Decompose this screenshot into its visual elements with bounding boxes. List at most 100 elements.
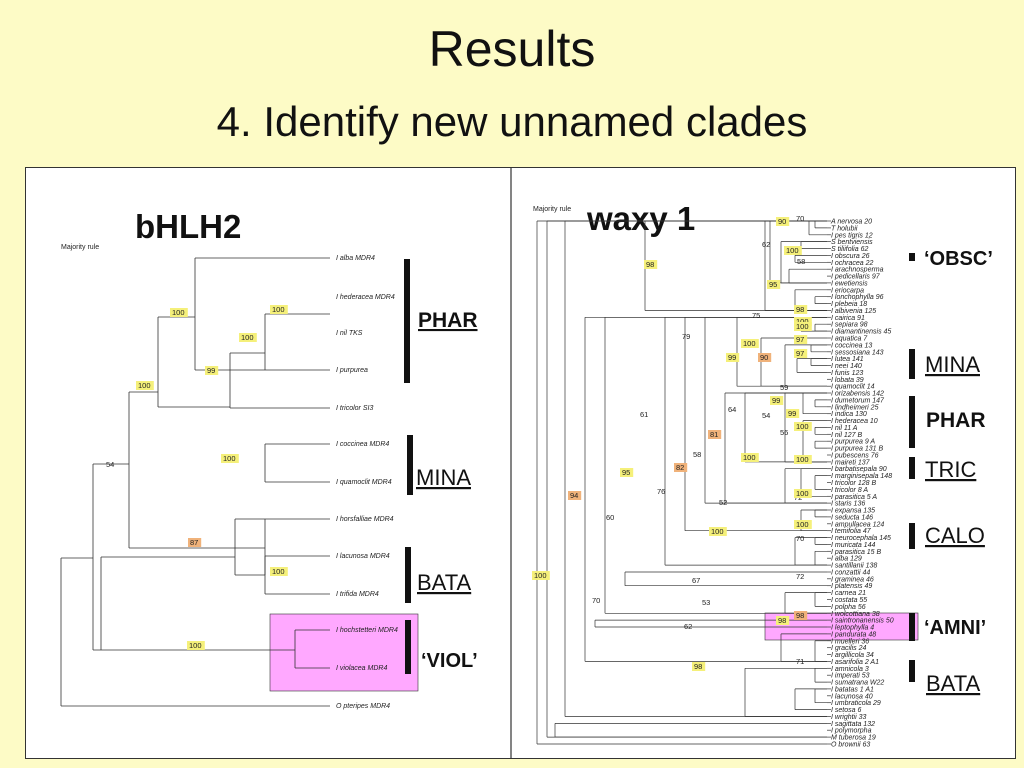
- support-box: [221, 454, 239, 463]
- taxon-label: I purpurea 131 B: [831, 446, 883, 453]
- taxon-label: I platensis 49: [831, 583, 872, 590]
- support-box: [205, 366, 219, 375]
- right-branch: [815, 537, 827, 545]
- support-box: [709, 527, 727, 536]
- support-box: [794, 349, 808, 358]
- support-box: [708, 430, 722, 439]
- right-branch: [815, 399, 827, 408]
- clade-bar: [404, 259, 410, 383]
- right-branch: [537, 220, 827, 745]
- support-value: 94: [570, 491, 578, 500]
- support-value: 56: [780, 428, 788, 437]
- support-value: 95: [769, 280, 777, 289]
- clade-label: ‘VIOL’: [421, 650, 478, 672]
- support-box: [170, 308, 188, 317]
- left-branch: [264, 313, 330, 371]
- taxon-label: I seducta 146: [831, 514, 873, 521]
- support-box: [187, 641, 205, 650]
- taxon-label: I purpurea 9 A: [831, 439, 875, 446]
- slide-title: Results: [428, 21, 596, 77]
- taxon-label: I pes tigris 12: [831, 232, 873, 239]
- taxon-label: I dumetorum 147: [831, 397, 885, 404]
- taxon-label: I arachnosperma: [831, 267, 884, 274]
- left-branch: [128, 391, 265, 549]
- taxon-label: I lindheimeri 25: [831, 404, 879, 411]
- taxon-label: I alba MDR4: [336, 255, 375, 262]
- left-heading: bHLH2: [135, 208, 241, 245]
- support-value: 62: [684, 622, 692, 631]
- right-branch: [789, 268, 827, 284]
- right-branch: [815, 475, 827, 490]
- support-box: [776, 616, 790, 625]
- taxon-label: I sepiara 98: [831, 322, 868, 329]
- support-value: 62: [762, 240, 770, 249]
- taxon-label: I coccinea MDR4: [336, 441, 389, 448]
- support-value: 81: [710, 430, 718, 439]
- taxon-label: I santillanii 138: [831, 563, 877, 570]
- taxon-label: M tuberosa 19: [831, 735, 876, 742]
- clade-label: ‘AMNI’: [924, 617, 986, 639]
- support-box: [794, 335, 808, 344]
- clade-bar: [405, 620, 411, 674]
- amni-highlight: [764, 612, 919, 641]
- taxon-label: I ampullacea 124: [831, 521, 884, 528]
- support-value: 67: [692, 576, 700, 585]
- right-branch: [785, 592, 827, 614]
- support-value: 58: [693, 450, 701, 459]
- support-box: [794, 611, 808, 620]
- support-box: [794, 455, 812, 464]
- clade-bar: [909, 660, 915, 682]
- right-branch: [815, 323, 827, 332]
- taxon-label: I neurocephala 145: [831, 535, 891, 542]
- taxon-label: I nil 127 B: [831, 432, 862, 439]
- right-branch: [765, 220, 827, 311]
- taxon-label: I trifida MDR4: [336, 591, 379, 598]
- support-value: 100: [796, 422, 809, 431]
- taxon-label: I quamoclit 14: [831, 384, 875, 391]
- right-branch: [815, 688, 827, 704]
- taxon-label: I tricolor 8 A: [831, 487, 868, 494]
- right-branch: [815, 550, 827, 566]
- right-branch: [815, 640, 827, 662]
- support-box: [776, 217, 790, 226]
- taxon-label: I aquatica 7: [831, 335, 868, 342]
- support-value: 100: [743, 339, 756, 348]
- support-box: [741, 339, 759, 348]
- support-box: [270, 305, 288, 314]
- right-branch: [795, 688, 827, 710]
- clade-bar: [407, 435, 413, 495]
- taxon-label: I asarifolia 2 A1: [831, 659, 879, 666]
- support-value: 95: [622, 468, 630, 477]
- support-box: [188, 538, 202, 547]
- support-value: 82: [676, 463, 684, 472]
- support-value: 61: [640, 410, 648, 419]
- left-branch: [234, 518, 330, 576]
- support-box: [270, 567, 288, 576]
- taxon-label: T holubii: [831, 225, 858, 232]
- taxon-label: I lutea 141: [831, 356, 864, 363]
- support-value: 100: [786, 246, 799, 255]
- support-value: 90: [778, 217, 786, 226]
- taxon-label: I barbatisepala 90: [831, 466, 887, 473]
- taxon-label: I muelleri 36: [831, 638, 869, 645]
- support-value: 100: [534, 571, 547, 580]
- taxon-label: I obscura 26: [831, 253, 870, 260]
- support-value: 75: [752, 311, 760, 320]
- taxon-label: O brownii 63: [831, 742, 870, 749]
- taxon-label: I amnicola 3: [831, 666, 869, 673]
- taxon-label: I ewetiensis: [831, 280, 868, 287]
- taxon-label: I costata 55: [831, 597, 867, 604]
- left-branch: [92, 463, 129, 651]
- taxon-label: I orizabensis 142: [831, 391, 884, 398]
- taxon-label: I hederacea MDR4: [336, 294, 395, 301]
- taxon-label: I lobata 39: [831, 377, 864, 384]
- taxon-label: I violacea MDR4: [336, 665, 387, 672]
- taxon-label: I conzattii 44: [831, 569, 870, 576]
- support-value: 100: [711, 527, 724, 536]
- support-value: 100: [138, 381, 151, 390]
- slide-subtitle: 4. Identify new unnamed clades: [216, 98, 808, 145]
- clade-label: CALO: [925, 523, 985, 548]
- support-value: 99: [788, 409, 796, 418]
- support-value: 99: [207, 366, 215, 375]
- support-box: [726, 353, 740, 362]
